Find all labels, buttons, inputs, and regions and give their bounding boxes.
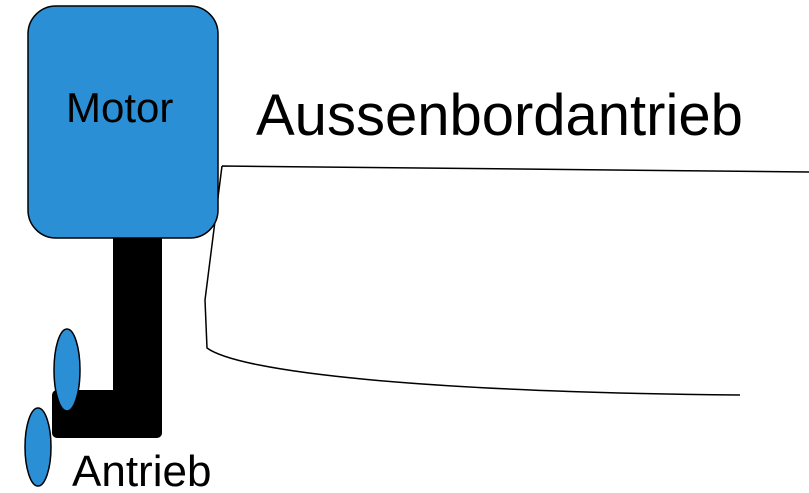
diagram-title: Aussenbordantrieb xyxy=(256,83,743,148)
drive-shaft xyxy=(52,234,162,438)
motor-label: Motor xyxy=(66,84,173,131)
drive-label: Antrieb xyxy=(72,447,211,493)
propeller-blade-upper xyxy=(53,328,81,412)
propeller-blade-lower xyxy=(24,407,52,487)
motor-block xyxy=(27,5,219,239)
propeller-blades xyxy=(24,328,81,487)
boat-hull-outline xyxy=(204,165,809,396)
